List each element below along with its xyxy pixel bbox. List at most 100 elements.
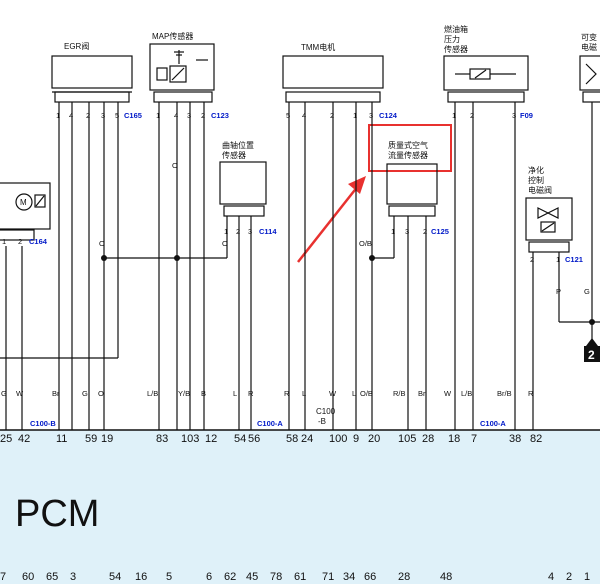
maf-label: 质量式空气 流量传感器 xyxy=(388,140,428,160)
svg-text:56: 56 xyxy=(248,433,260,445)
svg-text:83: 83 xyxy=(156,433,168,445)
tmm-pins: 5 4 2 1 3 xyxy=(286,111,373,120)
svg-text:C100-A: C100-A xyxy=(257,419,283,428)
svg-text:-B: -B xyxy=(318,417,326,426)
svg-text:R: R xyxy=(284,389,290,398)
svg-text:1: 1 xyxy=(584,571,590,583)
svg-text:24: 24 xyxy=(301,433,313,445)
svg-text:R/B: R/B xyxy=(393,389,406,398)
svg-text:1: 1 xyxy=(56,111,60,120)
svg-text:59: 59 xyxy=(85,433,97,445)
svg-text:净化: 净化 xyxy=(528,165,544,175)
reference-badge: 2 xyxy=(584,338,600,362)
svg-text:82: 82 xyxy=(530,433,542,445)
pcm-bottom-pins: 7 60 65 3 54 16 5 6 62 45 78 61 71 34 66… xyxy=(0,571,590,583)
svg-text:2: 2 xyxy=(330,111,334,120)
fuel-tank-connector: F09 xyxy=(520,111,533,120)
maf-pins: 1 3 2 xyxy=(391,227,427,236)
svg-text:5: 5 xyxy=(166,571,172,583)
svg-text:16: 16 xyxy=(135,571,147,583)
svg-text:11: 11 xyxy=(56,433,67,445)
svg-text:L/B: L/B xyxy=(147,389,158,398)
svg-text:2: 2 xyxy=(588,348,595,362)
svg-text:传感器: 传感器 xyxy=(222,150,246,160)
svg-text:4: 4 xyxy=(69,111,73,120)
svg-text:45: 45 xyxy=(246,571,258,583)
svg-text:48: 48 xyxy=(440,571,452,583)
svg-text:W: W xyxy=(444,389,452,398)
svg-text:2: 2 xyxy=(201,111,205,120)
wires xyxy=(0,102,600,430)
fuel-tank-sensor-box xyxy=(443,55,529,91)
svg-text:O: O xyxy=(98,389,104,398)
svg-text:4: 4 xyxy=(548,571,554,583)
resistor-icon xyxy=(455,68,516,80)
svg-text:R: R xyxy=(248,389,254,398)
svg-text:流量传感器: 流量传感器 xyxy=(388,150,428,160)
pcm-title: PCM xyxy=(15,493,99,535)
svg-text:M: M xyxy=(20,198,27,207)
svg-text:19: 19 xyxy=(101,433,113,445)
svg-text:3: 3 xyxy=(101,111,105,120)
svg-text:2: 2 xyxy=(18,237,22,246)
svg-text:L: L xyxy=(233,389,237,398)
tmm-motor-box xyxy=(282,55,384,89)
splice-dots xyxy=(101,255,595,325)
egr-pins: 1 4 2 3 5 xyxy=(56,111,119,120)
svg-text:5: 5 xyxy=(115,111,119,120)
svg-text:W: W xyxy=(329,389,337,398)
wire-color-labels: G W Br G O L/B Y/B B L R R L W L O/B R/B… xyxy=(1,389,534,398)
egr-pin-tabs xyxy=(54,91,130,103)
crank-pins: 1 2 3 xyxy=(224,227,252,236)
svg-text:G: G xyxy=(584,287,590,296)
svg-text:105: 105 xyxy=(398,433,416,445)
svg-text:L: L xyxy=(302,389,306,398)
crank-connector: C114 xyxy=(259,227,277,236)
crank-label: 曲轴位置 传感器 xyxy=(222,140,254,160)
svg-text:2: 2 xyxy=(423,227,427,236)
purge-solenoid-box xyxy=(525,197,573,241)
map-connector: C123 xyxy=(211,111,229,120)
svg-text:66: 66 xyxy=(364,571,376,583)
svg-text:12: 12 xyxy=(205,433,217,445)
tmm-connector: C124 xyxy=(379,111,398,120)
svg-text:103: 103 xyxy=(181,433,199,445)
svg-text:54: 54 xyxy=(234,433,246,445)
svg-text:R: R xyxy=(528,389,534,398)
maf-highlight-box xyxy=(368,124,452,172)
svg-text:电磁阀: 电磁阀 xyxy=(528,185,552,195)
o-markers: O O O O/B xyxy=(99,161,372,248)
svg-text:O: O xyxy=(172,161,178,170)
svg-text:Br: Br xyxy=(418,389,426,398)
svg-text:G: G xyxy=(82,389,88,398)
svg-text:28: 28 xyxy=(422,433,434,445)
pcm-module xyxy=(0,430,600,584)
svg-text:42: 42 xyxy=(18,433,30,445)
fuel-tank-label: 燃油箱 压力 传感器 xyxy=(444,24,468,54)
svg-text:78: 78 xyxy=(270,571,282,583)
svg-text:C100-B: C100-B xyxy=(30,419,56,428)
tmm-label: TMM电机 xyxy=(301,42,335,52)
map-label: MAP传感器 xyxy=(152,31,193,41)
svg-text:W: W xyxy=(16,389,24,398)
svg-text:燃油箱: 燃油箱 xyxy=(444,24,468,34)
svg-text:3: 3 xyxy=(187,111,191,120)
svg-text:60: 60 xyxy=(22,571,34,583)
purge-label: 净化 控制 电磁阀 xyxy=(528,165,552,195)
svg-text:34: 34 xyxy=(343,571,355,583)
svg-text:O/B: O/B xyxy=(360,389,373,398)
svg-text:1: 1 xyxy=(556,255,560,264)
svg-text:1: 1 xyxy=(224,227,228,236)
svg-text:3: 3 xyxy=(405,227,409,236)
purge-pins: 2 1 xyxy=(530,255,560,264)
svg-text:20: 20 xyxy=(368,433,380,445)
svg-text:28: 28 xyxy=(398,571,410,583)
svg-text:2: 2 xyxy=(236,227,240,236)
sensor-symbol-icon xyxy=(156,50,208,83)
svg-text:4: 4 xyxy=(302,111,306,120)
svg-text:4: 4 xyxy=(174,111,178,120)
highlight-arrow-icon xyxy=(297,176,366,263)
svg-text:9: 9 xyxy=(353,433,359,445)
egr-valve-box xyxy=(51,55,133,89)
